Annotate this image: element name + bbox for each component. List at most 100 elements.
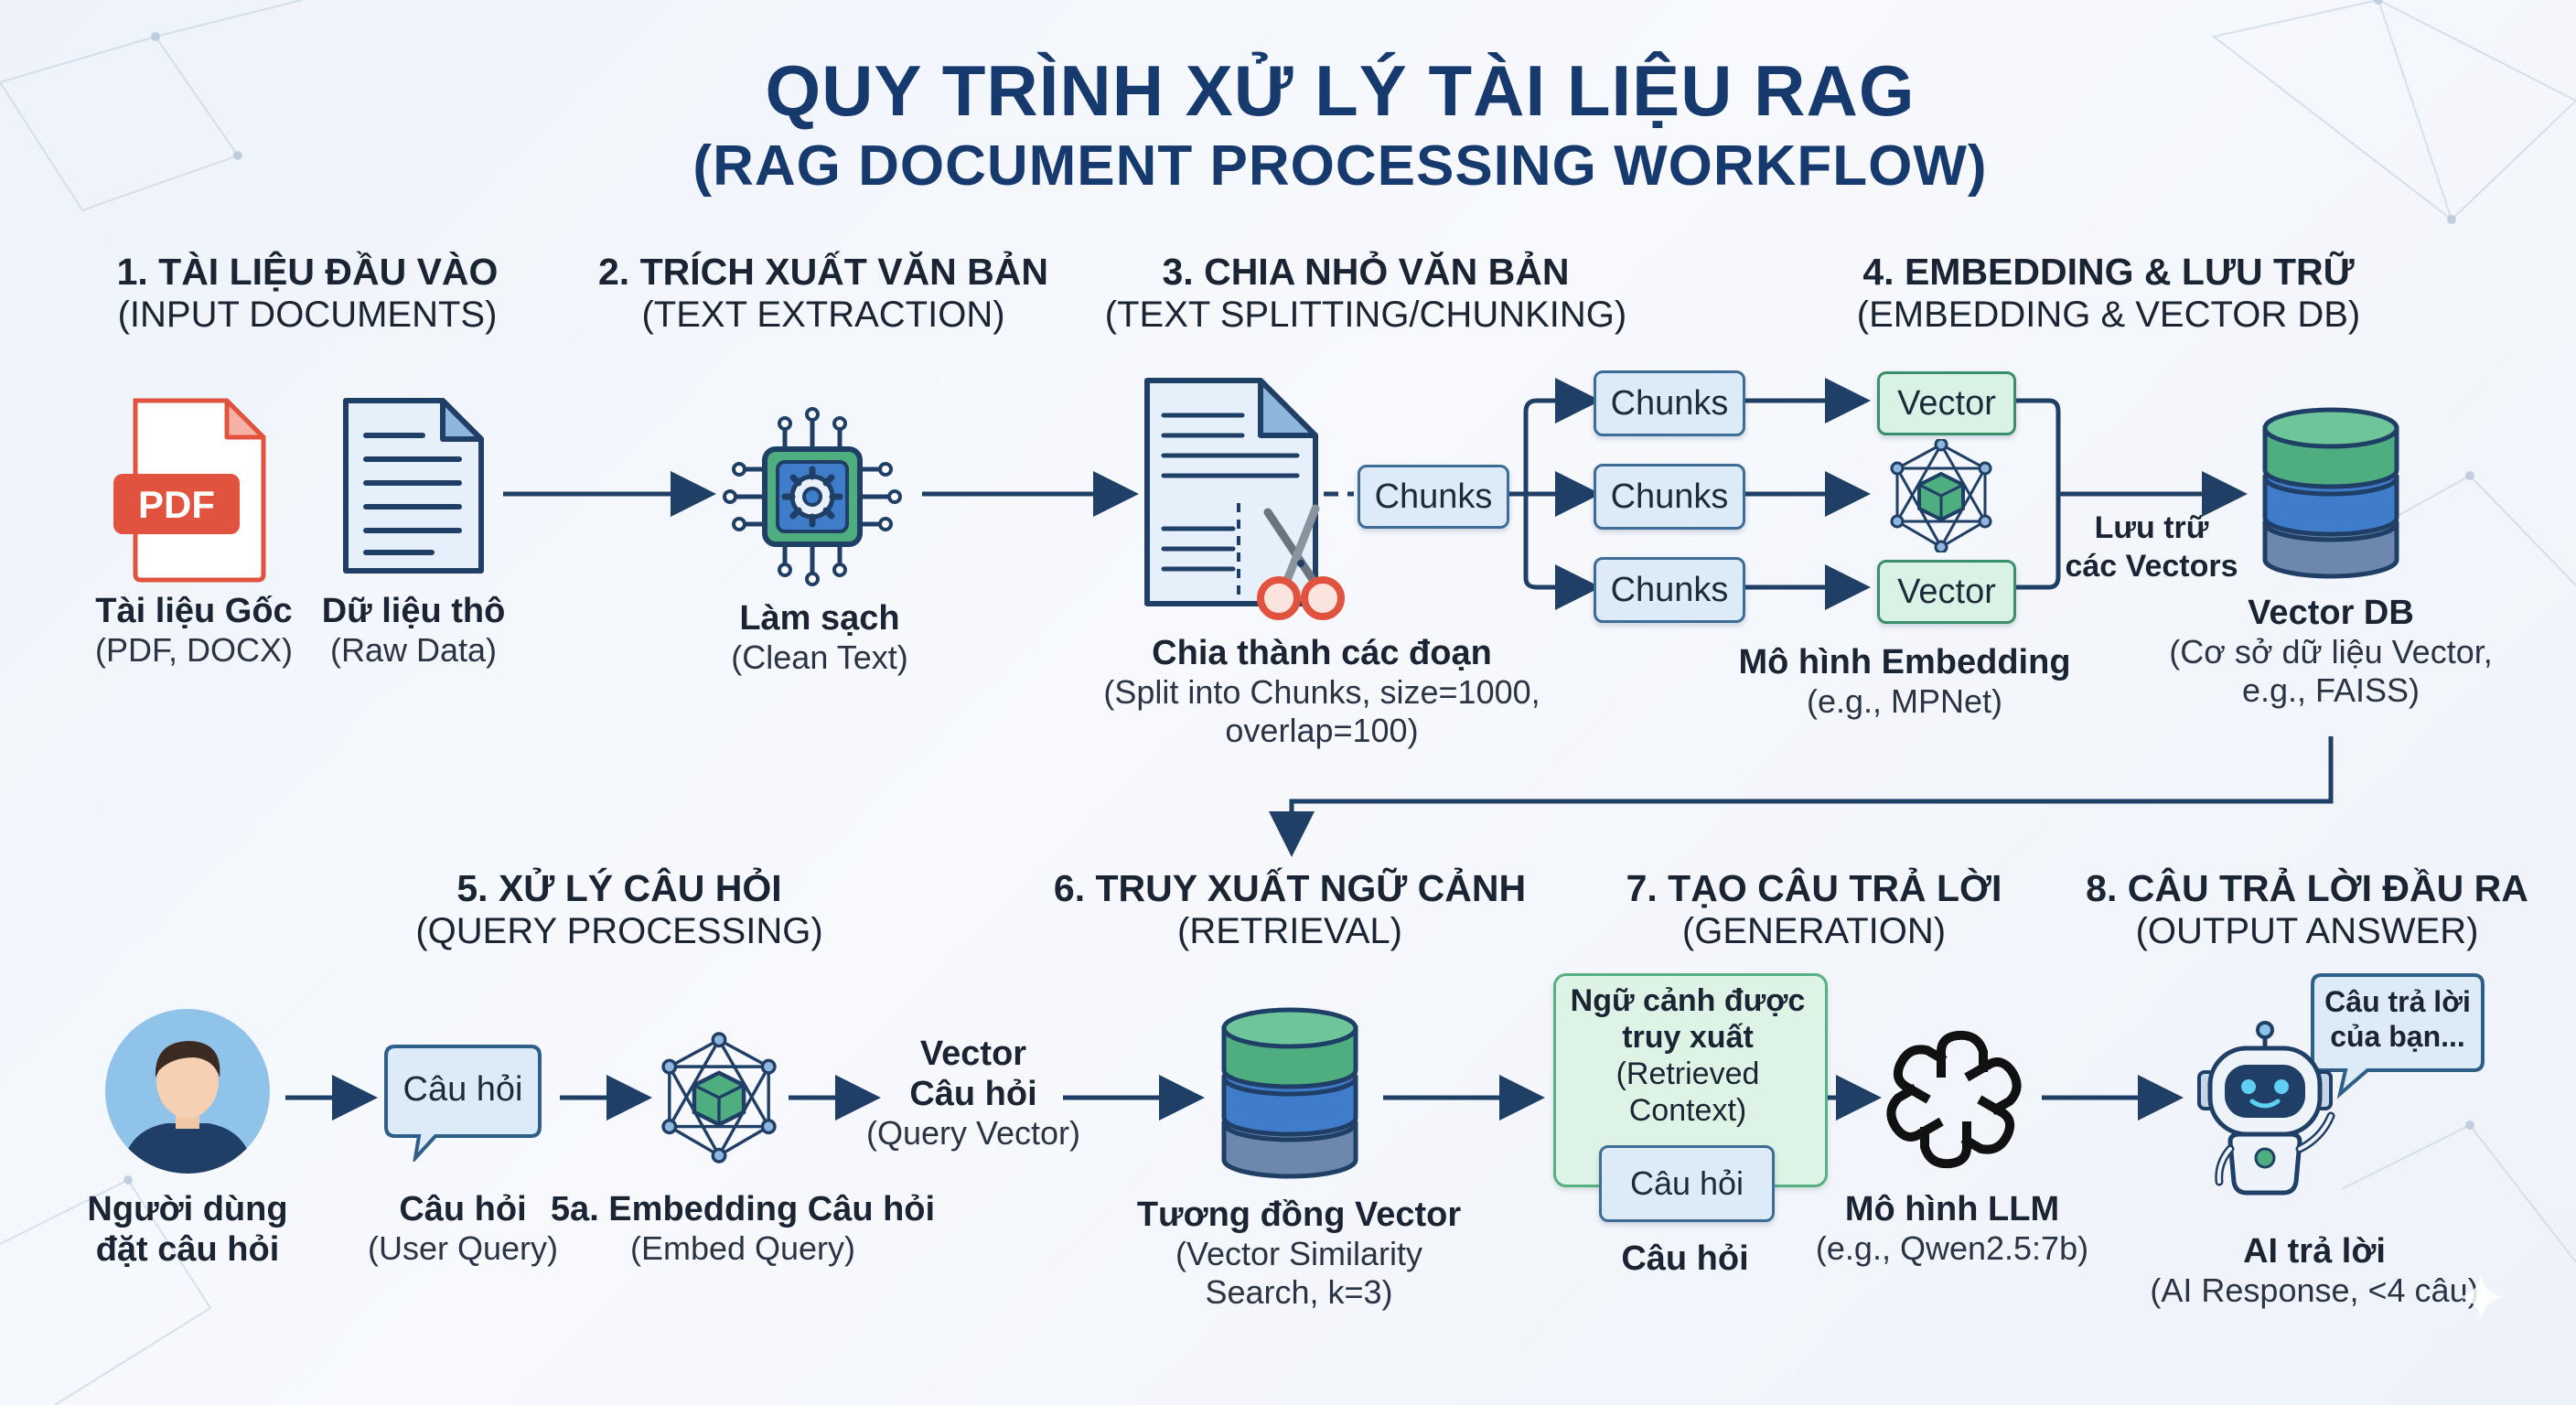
vector-box-1: Vector — [1877, 371, 2016, 435]
context-question-box: Câu hỏi — [1599, 1145, 1775, 1222]
network-cube-icon — [661, 1032, 777, 1164]
user-node-label: Người dùng đặt câu hỏi — [87, 1189, 287, 1270]
answer-bubble-icon — [2311, 973, 2485, 1099]
pdf-badge-text: PDF — [138, 483, 215, 526]
step-3-subtitle: (TEXT SPLITTING/CHUNKING) — [1104, 295, 1627, 335]
context-line-1: Ngữ cảnh được — [1570, 983, 1806, 1018]
speech-bubble-icon — [384, 1045, 542, 1162]
pdf-sublabel: (PDF, DOCX) — [95, 631, 293, 669]
user-avatar-icon — [105, 1009, 270, 1174]
vectordb-sublabel-2: e.g., FAISS) — [2241, 671, 2420, 709]
step-6-heading: 6. TRUY XUẤT NGỮ CẢNH (RETRIEVAL) — [1054, 866, 1526, 952]
step-2-heading: 2. TRÍCH XUẤT VĂN BẢN (TEXT EXTRACTION) — [598, 250, 1048, 336]
question-sublabel: (User Query) — [367, 1229, 559, 1267]
query-vector-line-2: Câu hỏi — [909, 1075, 1037, 1113]
user-label-1: Người dùng — [87, 1190, 288, 1228]
question-label: Câu hỏi — [399, 1190, 527, 1228]
clean-label: Làm sạch — [739, 599, 900, 638]
page-subtitle: (RAG DOCUMENT PROCESSING WORKFLOW) — [692, 134, 1988, 198]
pdf-label: Tài liệu Gốc — [95, 592, 293, 630]
embed-model-subtitle: (e.g., MPNet) — [1806, 682, 2003, 720]
sparkle-icon — [2457, 1273, 2505, 1321]
embed-model-label: Mô hình Embedding (e.g., MPNet) — [1738, 642, 2070, 721]
step-4-subtitle: (EMBEDDING & VECTOR DB) — [1856, 295, 2361, 335]
document-icon — [343, 398, 484, 574]
step-4-heading: 4. EMBEDDING & LƯU TRỮ (EMBEDDING & VECT… — [1857, 250, 2360, 336]
similarity-label: Tương đồng Vector — [1136, 1196, 1462, 1234]
raw-sublabel: (Raw Data) — [329, 631, 498, 669]
store-vectors-label: Lưu trữ các Vectors — [2065, 509, 2238, 585]
step-1-subtitle: (INPUT DOCUMENTS) — [117, 295, 498, 335]
similarity-sublabel-2: Search, k=3) — [1205, 1273, 1393, 1311]
database-icon — [1221, 1007, 1358, 1179]
step-5-title: 5. XỬ LÝ CÂU HỎI — [456, 867, 782, 909]
split-node-label: Chia thành các đoạn (Split into Chunks, … — [1103, 633, 1540, 750]
vectordb-label: Vector DB — [2248, 594, 2414, 632]
llm-label: Mô hình LLM — [1844, 1190, 2060, 1228]
context-text: Ngữ cảnh được truy xuất (Retrieved Conte… — [1571, 982, 1806, 1129]
step-7-subtitle: (GENERATION) — [1681, 911, 1947, 951]
query-vector-label: Vector Câu hỏi (Query Vector) — [866, 1034, 1080, 1153]
raw-node-label: Dữ liệu thô (Raw Data) — [322, 591, 506, 670]
answer-sublabel: (AI Response, <4 câu) — [2150, 1271, 2479, 1309]
user-label-2: đặt câu hỏi — [95, 1230, 280, 1269]
query-vector-line-1: Vector — [919, 1035, 1027, 1073]
similarity-sublabel-1: (Vector Similarity — [1175, 1235, 1423, 1272]
step-5-subtitle: (QUERY PROCESSING) — [415, 911, 823, 951]
llm-sublabel: (e.g., Qwen2.5:7b) — [1815, 1229, 2089, 1267]
scissors-document-icon — [1144, 378, 1345, 620]
context-sub-2: Context) — [1628, 1093, 1747, 1128]
answer-bubble-text: Câu trả lời của bạn... — [2324, 984, 2471, 1054]
vectordb-node-label: Vector DB (Cơ sở dữ liệu Vector, e.g., F… — [2169, 593, 2492, 710]
step-8-subtitle: (OUTPUT ANSWER) — [2135, 911, 2479, 951]
step-6-title: 6. TRUY XUẤT NGỮ CẢNH — [1053, 867, 1527, 909]
store-line-2: các Vectors — [2065, 549, 2238, 584]
store-line-1: Lưu trữ — [2094, 510, 2209, 545]
chunk-box-3: Chunks — [1594, 557, 1745, 623]
vectordb-sublabel-1: (Cơ sở dữ liệu Vector, — [2169, 633, 2493, 670]
chunk-box-2: Chunks — [1594, 464, 1745, 530]
query-vector-sublabel: (Query Vector) — [865, 1114, 1081, 1152]
chunk-main-box: Chunks — [1358, 465, 1509, 529]
step-5-heading: 5. XỬ LÝ CÂU HỎI (QUERY PROCESSING) — [415, 866, 822, 952]
step-8-title: 8. CÂU TRẢ LỜI ĐẦU RA — [2086, 867, 2528, 909]
question-node-label: Câu hỏi (User Query) — [368, 1189, 558, 1268]
embed-query-node-label: 5a. Embedding Câu hỏi (Embed Query) — [551, 1189, 935, 1268]
clean-node-label: Làm sạch (Clean Text) — [731, 598, 907, 677]
embed-model-title: Mô hình Embedding — [1738, 643, 2071, 681]
answer-node-label: AI trả lời (AI Response, <4 câu) — [2150, 1231, 2478, 1310]
step-3-heading: 3. CHIA NHỎ VĂN BẢN (TEXT SPLITTING/CHUN… — [1105, 250, 1626, 336]
step-4-title: 4. EMBEDDING & LƯU TRỮ — [1862, 251, 2355, 293]
raw-label: Dữ liệu thô — [321, 592, 506, 630]
split-label: Chia thành các đoạn — [1152, 634, 1492, 672]
step-7-title: 7. TẠO CÂU TRẢ LỜI — [1626, 867, 2002, 909]
step-8-heading: 8. CÂU TRẢ LỜI ĐẦU RA (OUTPUT ANSWER) — [2086, 866, 2528, 952]
pdf-file-icon: PDF — [113, 398, 266, 583]
step-7-heading: 7. TẠO CÂU TRẢ LỜI (GENERATION) — [1626, 866, 2002, 952]
answer-bubble-line-2: của bạn... — [2330, 1020, 2465, 1053]
step-2-title: 2. TRÍCH XUẤT VĂN BẢN — [597, 251, 1049, 293]
context-sub-1: (Retrieved — [1615, 1056, 1760, 1091]
embed-query-label: 5a. Embedding Câu hỏi — [550, 1190, 936, 1228]
openai-logo-icon — [1886, 1030, 2022, 1169]
robot-icon — [2197, 1021, 2335, 1196]
answer-bubble-line-1: Câu trả lời — [2324, 985, 2471, 1018]
chunk-box-1: Chunks — [1594, 370, 1745, 436]
network-cube-icon — [1890, 439, 1992, 552]
vector-box-2: Vector — [1877, 560, 2016, 624]
page-title: QUY TRÌNH XỬ LÝ TÀI LIỆU RAG — [765, 50, 1916, 131]
pdf-node-label: Tài liệu Gốc (PDF, DOCX) — [95, 591, 293, 670]
database-icon — [2262, 407, 2399, 579]
chip-gear-icon — [723, 407, 902, 586]
similarity-node-label: Tương đồng Vector (Vector Similarity Sea… — [1137, 1195, 1461, 1312]
llm-node-label: Mô hình LLM (e.g., Qwen2.5:7b) — [1816, 1189, 2088, 1268]
split-sublabel-2: overlap=100) — [1225, 712, 1419, 749]
embed-query-sublabel: (Embed Query) — [629, 1229, 856, 1267]
context-line-2: truy xuất — [1622, 1020, 1754, 1055]
step-6-subtitle: (RETRIEVAL) — [1177, 911, 1402, 951]
step-2-subtitle: (TEXT EXTRACTION) — [641, 295, 1005, 335]
step-1-title: 1. TÀI LIỆU ĐẦU VÀO — [116, 251, 499, 293]
clean-sublabel: (Clean Text) — [731, 638, 908, 676]
context-question-label: Câu hỏi — [1621, 1239, 1749, 1278]
